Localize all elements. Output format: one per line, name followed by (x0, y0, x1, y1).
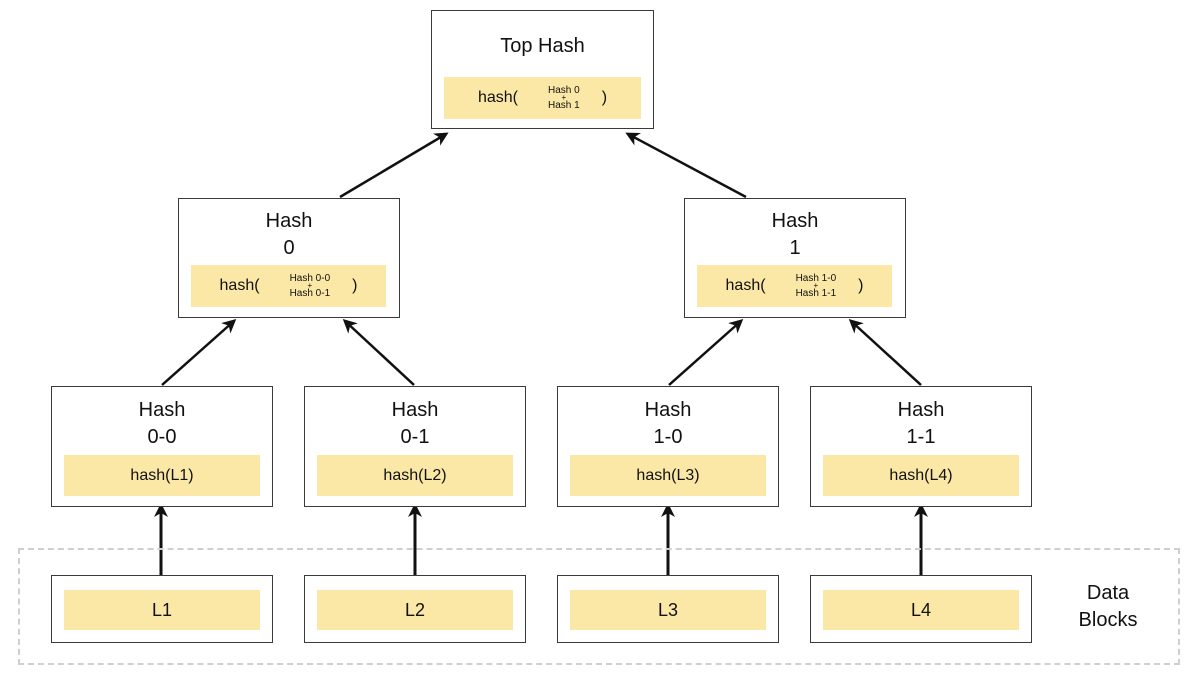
data-block-l2-label: L2 (317, 590, 513, 630)
hash-1-0-node: Hash 1-0 hash(L3) (557, 386, 779, 507)
hash-1-node: Hash 1 hash( Hash 1-0 + Hash 1-1 ) (684, 198, 906, 318)
data-block-l3-label: L3 (570, 590, 766, 630)
hash-0-1-node: Hash 0-1 hash(L2) (304, 386, 526, 507)
arrow-hash01-to-hash0 (342, 318, 415, 386)
data-block-l2: L2 (304, 575, 526, 643)
hash-1-1-node: Hash 1-1 hash(L4) (810, 386, 1032, 507)
hash-0-0-title-line1: Hash (138, 399, 186, 421)
hash-0-formula: hash( Hash 0-0 + Hash 0-1 ) (191, 265, 386, 307)
hash-1-0-title-line1: Hash (644, 399, 692, 421)
hash-0-node: Hash 0 hash( Hash 0-0 + Hash 0-1 ) (178, 198, 400, 318)
data-blocks-frame (18, 548, 1180, 665)
data-block-l3: L3 (557, 575, 779, 643)
hash-1-0-title-line2: 1-0 (653, 426, 683, 448)
data-block-l1-label: L1 (64, 590, 260, 630)
hash-1-1-title-line1: Hash (897, 399, 945, 421)
hash-0-1-title-line2: 0-1 (400, 426, 430, 448)
hash-1-formula: hash( Hash 1-0 + Hash 1-1 ) (697, 265, 892, 307)
hash-0-0-title-line2: 0-0 (147, 426, 177, 448)
data-block-l1: L1 (51, 575, 273, 643)
data-block-l4: L4 (810, 575, 1032, 643)
hash-1-title-line1: Hash (771, 210, 819, 232)
hash-0-0-node: Hash 0-0 hash(L1) (51, 386, 273, 507)
hash-0-title-line1: Hash (265, 210, 313, 232)
top-hash-formula: hash( Hash 0 + Hash 1 ) (444, 77, 641, 119)
arrow-hash11-to-hash1 (848, 318, 922, 386)
arrow-hash0-to-top (339, 132, 449, 199)
data-blocks-label: Data Blocks (1078, 582, 1138, 631)
hash-0-1-formula: hash(L2) (317, 455, 513, 496)
top-hash-node: Top Hash hash( Hash 0 + Hash 1 ) (431, 10, 654, 129)
hash-1-0-formula: hash(L3) (570, 455, 766, 496)
top-hash-title: Top Hash (500, 35, 585, 57)
data-block-l4-label: L4 (823, 590, 1019, 630)
hash-0-title-line2: 0 (283, 237, 295, 259)
arrow-hash10-to-hash1 (668, 319, 744, 386)
hash-1-1-title-line2: 1-1 (906, 426, 936, 448)
hash-1-1-formula: hash(L4) (823, 455, 1019, 496)
arrow-hash00-to-hash0 (161, 319, 237, 386)
hash-1-title-line2: 1 (789, 237, 801, 259)
hash-0-1-title-line1: Hash (391, 399, 439, 421)
hash-0-0-formula: hash(L1) (64, 455, 260, 496)
arrow-hash1-to-top (625, 132, 747, 199)
